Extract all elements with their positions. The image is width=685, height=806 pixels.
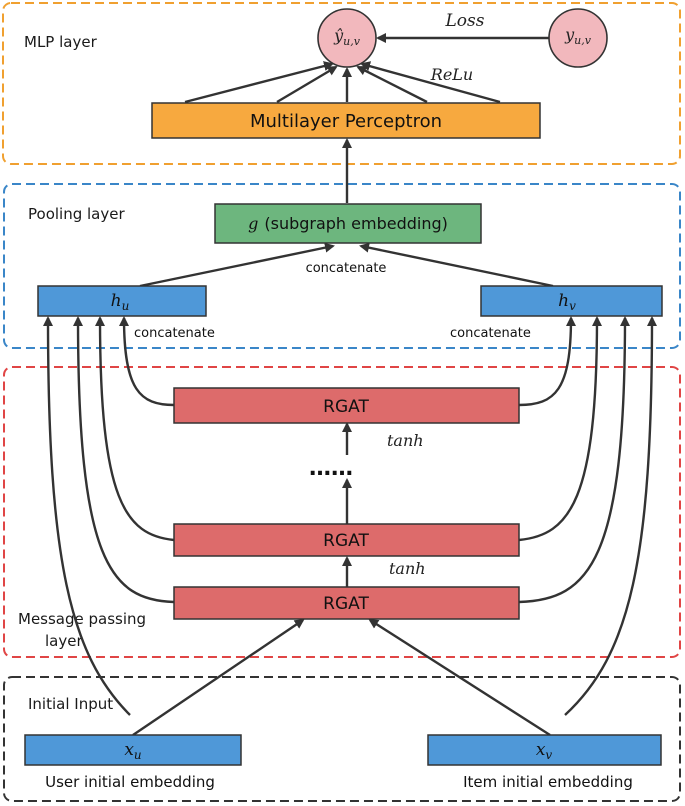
subgraph-embedding-label: g(subgraph embedding) bbox=[248, 214, 448, 233]
curve-rgat-mid-to-hv bbox=[518, 316, 602, 542]
arrow-hv-to-g bbox=[359, 242, 554, 288]
curve-rgat-mid-to-hu bbox=[95, 316, 175, 542]
rgat-top-box bbox=[173, 387, 520, 424]
subgraph-embedding-box bbox=[214, 203, 482, 244]
true-score-node bbox=[548, 8, 608, 68]
tanh-label-upper: tanh bbox=[387, 431, 424, 450]
curve-input-to-hu bbox=[43, 316, 131, 716]
predicted-score-node bbox=[317, 8, 377, 68]
relu-label: ReLu bbox=[430, 65, 473, 84]
rgat-middle-label: RGAT bbox=[323, 531, 369, 551]
connectors bbox=[43, 33, 657, 737]
item-input-label: xv bbox=[536, 740, 553, 762]
mlp-layer-frame bbox=[2, 2, 681, 165]
arrow-hu-to-g bbox=[139, 242, 335, 288]
arrow-xu-to-rgat bbox=[132, 618, 305, 736]
concatenate-label-left: concatenate bbox=[134, 326, 215, 341]
curve-rgat-bottom-to-hv bbox=[518, 316, 630, 604]
item-representation-label: hv bbox=[558, 291, 576, 313]
arrow-mlp-to-yhat-1 bbox=[184, 61, 334, 104]
arrow-xv-to-rgat bbox=[368, 618, 551, 737]
message-passing-label-line2: layer bbox=[45, 632, 83, 650]
arrow-mlp-to-yhat-2 bbox=[276, 65, 338, 104]
arrow-mlp-to-yhat-4 bbox=[356, 65, 428, 104]
user-input-box bbox=[24, 734, 242, 766]
multilayer-perceptron-label: Multilayer Perceptron bbox=[250, 111, 442, 132]
rgat-bottom-box bbox=[173, 586, 520, 620]
rgat-top-label: RGAT bbox=[323, 397, 369, 417]
user-input-label: xu bbox=[124, 740, 141, 762]
curve-rgat-top-to-hu bbox=[119, 316, 175, 407]
rgat-middle-box bbox=[173, 523, 520, 557]
user-representation-label: hu bbox=[111, 291, 130, 313]
curve-rgat-bottom-to-hu bbox=[73, 316, 175, 604]
pooling-layer-label: Pooling layer bbox=[28, 205, 125, 223]
user-initial-embedding-caption: User initial embedding bbox=[45, 773, 215, 791]
concatenate-label-right: concatenate bbox=[450, 326, 531, 341]
curve-input-to-hv bbox=[564, 316, 657, 716]
loss-label: Loss bbox=[445, 11, 485, 31]
mlp-layer-label: MLP layer bbox=[24, 33, 98, 51]
message-passing-layer-frame bbox=[3, 366, 681, 658]
item-representation-box bbox=[480, 285, 663, 317]
pooling-layer-frame bbox=[3, 183, 681, 349]
predicted-score-label: ŷu,v bbox=[333, 26, 361, 48]
rgat-bottom-label: RGAT bbox=[323, 594, 369, 614]
true-score-label: yu,v bbox=[564, 25, 592, 47]
curve-rgat-top-to-hv bbox=[518, 316, 576, 407]
tanh-label-lower: tanh bbox=[389, 559, 426, 578]
ellipsis-dots: …… bbox=[309, 456, 353, 481]
initial-input-label: Initial Input bbox=[28, 695, 113, 713]
item-initial-embedding-caption: Item initial embedding bbox=[463, 773, 633, 791]
message-passing-label-line1: Message passing bbox=[18, 610, 146, 628]
multilayer-perceptron-box bbox=[151, 102, 541, 139]
concatenate-label-top: concatenate bbox=[306, 261, 387, 276]
item-input-box bbox=[427, 734, 662, 766]
initial-input-frame bbox=[3, 676, 681, 802]
user-representation-box bbox=[37, 285, 207, 317]
arrow-mlp-to-yhat-5 bbox=[360, 61, 501, 104]
